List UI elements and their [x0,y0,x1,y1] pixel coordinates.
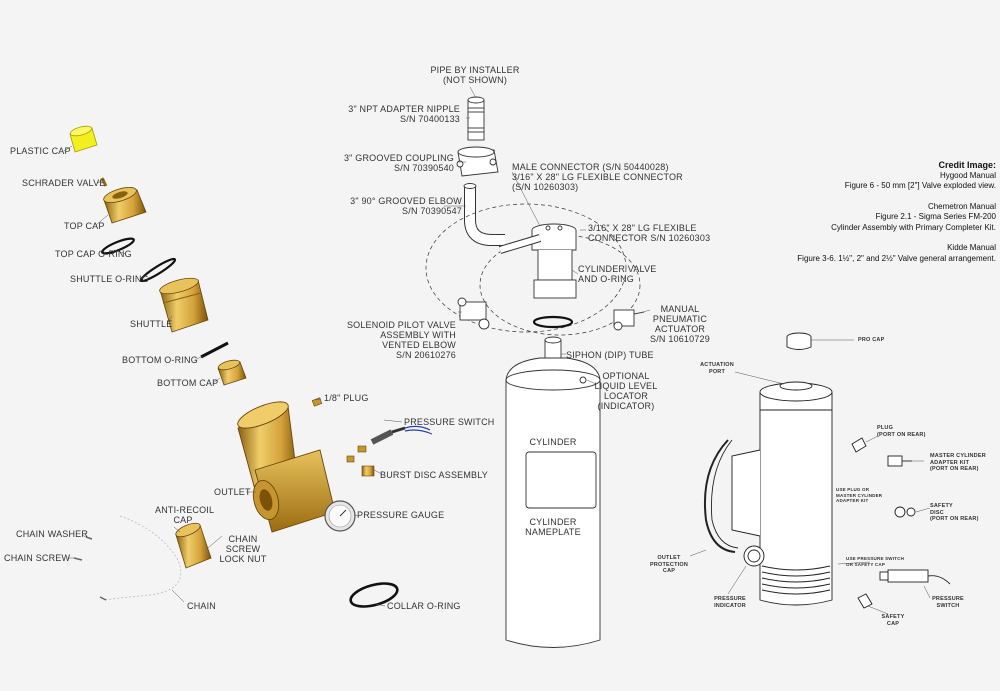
collar-oring-part [349,582,399,608]
label-kidde-pressure-switch: PRESSURE SWITCH [932,596,964,609]
label-npt-nipple: 3" NPT ADAPTER NIPPLE S/N 70400133 [348,104,460,124]
label-pipe-by-installer: PIPE BY INSTALLER (NOT SHOWN) [430,65,520,85]
label-outlet: OUTLET [214,487,251,497]
pressure-gauge-part [324,500,356,532]
label-solenoid: SOLENOID PILOT VALVE ASSEMBLY WITH VENTE… [346,320,456,360]
label-liquid-level: OPTIONAL LIQUID LEVEL LOCATOR (INDICATOR… [594,371,658,411]
pressure-indicator-part [743,545,765,567]
label-grooved-elbow: 3" 90° GROOVED ELBOW S/N 70390547 [350,196,462,216]
hygood-valve-exploded [69,125,433,608]
label-shuttle: SHUTTLE [130,319,173,329]
credit-hygood-source: Hygood Manual [939,170,996,180]
anti-recoil-cap-part [175,522,212,569]
label-top-cap-oring: TOP CAP O-RING [55,249,132,259]
label-bottom-oring: BOTTOM O-RING [122,355,198,365]
shuttle-part [159,277,209,333]
label-pro-cap: PRO CAP [858,337,885,343]
label-safety-cap: SAFETY CAP [881,614,905,627]
label-top-cap: TOP CAP [64,221,105,231]
label-shuttle-oring: SHUTTLE O-RING [70,274,149,284]
label-chain: CHAIN [187,601,217,611]
solenoid-valve-part [457,297,490,330]
label-outlet-protection-cap: OUTLET PROTECTION CAP [649,555,689,574]
chain-part [103,515,182,601]
outlet-protection-cap-part [703,439,736,553]
kidde-thread [761,565,831,595]
credit-kidde-figure: Figure 3-6. 1½", 2" and 2½" Valve genera… [797,253,996,263]
label-master-cylinder: MASTER CYLINDER ADAPTER KIT (PORT ON REA… [930,453,986,472]
label-chain-washer: CHAIN WASHER [16,529,89,539]
label-chain-screw: CHAIN SCREW [4,553,71,563]
label-actuation-port: ACTUATION PORT [700,362,734,375]
plastic-cap-part [69,125,98,153]
master-cylinder-kit-part [887,455,912,467]
label-schrader-valve: SCHRADER VALVE [22,178,106,188]
label-male-connector: MALE CONNECTOR (S/N 50440028) 3/16" X 28… [512,162,683,192]
credits-title: Credit Image: [938,160,996,170]
label-cylinder-nameplate: CYLINDER NAMEPLATE [525,517,581,537]
credit-chemetron-source: Chemetron Manual [927,201,996,211]
label-anti-recoil-cap: ANTI-RECOIL CAP [155,505,215,525]
label-plug-rear: PLUG (PORT ON REAR) [877,425,926,438]
label-plastic-cap: PLASTIC CAP [10,146,71,156]
npt-nipple-part [467,96,485,141]
cylinder-valve-part [498,223,577,299]
kidde-pressure-switch-part [879,569,951,585]
label-cylinder-valve: CYLINDER VALVE AND O-RING [578,264,657,284]
burst-disc-part [346,455,375,477]
kidde-valve-body [759,392,833,606]
bottom-oring-part [200,341,229,359]
valve-body-part [237,401,336,533]
kidde-valve-assembly [703,332,951,609]
label-siphon-tube: SIPHON (DIP) TUBE [566,350,654,360]
label-safety-disc: SAFETY DISC (PORT ON REAR) [930,503,979,522]
label-manual-actuator: MANUAL PNEUMATIC ACTUATOR S/N 10610729 [650,304,710,344]
label-cylinder: CYLINDER [529,437,577,447]
pressure-switch-part [357,425,433,453]
credits-block: Credit Image: Hygood Manual Figure 6 - 5… [797,160,996,264]
safety-cap-part [857,593,873,609]
plug-rear-part [851,437,867,453]
label-plug-18: 1/8" PLUG [324,393,369,403]
label-grooved-coupling: 3" GROOVED COUPLING S/N 70390540 [343,153,454,173]
top-cap-part [103,187,147,224]
cylinder-part [505,357,601,648]
valve-oring-part [532,315,574,329]
bottom-cap-part [217,359,247,386]
label-collar-oring: COLLAR O-RING [387,601,461,611]
shuttle-oring-part [139,257,177,283]
label-flex-connector: 3/16" X 28" LG FLEXIBLE CONNECTOR S/N 10… [588,223,711,243]
label-pressure-gauge: PRESSURE GAUGE [357,510,445,520]
credit-hygood-figure: Figure 6 - 50 mm [2"] Valve exploded vie… [844,181,996,190]
credit-chemetron-figure: Figure 2.1 - Sigma Series FM-200 [875,212,997,221]
leader-lines [63,86,931,615]
pro-cap-part [786,332,812,350]
top-cap-oring-part [101,237,135,255]
label-pressure-indicator: PRESSURE INDICATOR [714,596,746,609]
label-use-pressure-switch-note: USE PRESSURE SWITCH OR SAFETY CAP [846,556,905,567]
label-pressure-switch: PRESSURE SWITCH [404,417,495,427]
label-use-plug-note: USE PLUG OR MASTER CYLINDER ADAPTER KIT [836,487,883,503]
chemetron-cylinder-assembly [425,96,645,648]
label-chain-screw-lock-nut: CHAIN SCREW LOCK NUT [219,534,267,564]
label-bottom-cap: BOTTOM CAP [157,378,219,388]
schrader-valve-part [100,177,108,187]
safety-disc-part [894,506,916,518]
credit-chemetron-caption: Cylinder Assembly with Primary Completer… [831,222,996,232]
cylinder-nameplate [525,451,597,509]
flexible-connector-loop [425,203,627,333]
credit-kidde-source: Kidde Manual [947,243,996,252]
grooved-coupling-part [456,146,499,177]
label-burst-disc: BURST DISC ASSEMBLY [380,470,488,480]
siphon-tube-part [544,336,562,359]
